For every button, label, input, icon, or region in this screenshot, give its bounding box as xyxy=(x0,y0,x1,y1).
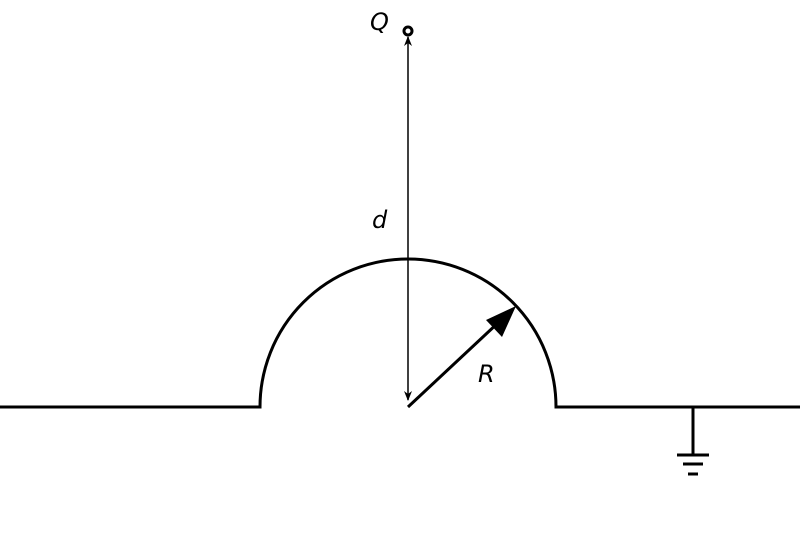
point-charge-q xyxy=(402,25,414,37)
charge-label: Q xyxy=(370,8,389,36)
distance-label: d xyxy=(372,206,388,234)
radius-arrowhead xyxy=(486,306,516,337)
radius-arrow-r xyxy=(406,319,502,409)
radius-label: R xyxy=(478,360,495,388)
grounded-plane-with-hemisphere xyxy=(0,257,800,409)
